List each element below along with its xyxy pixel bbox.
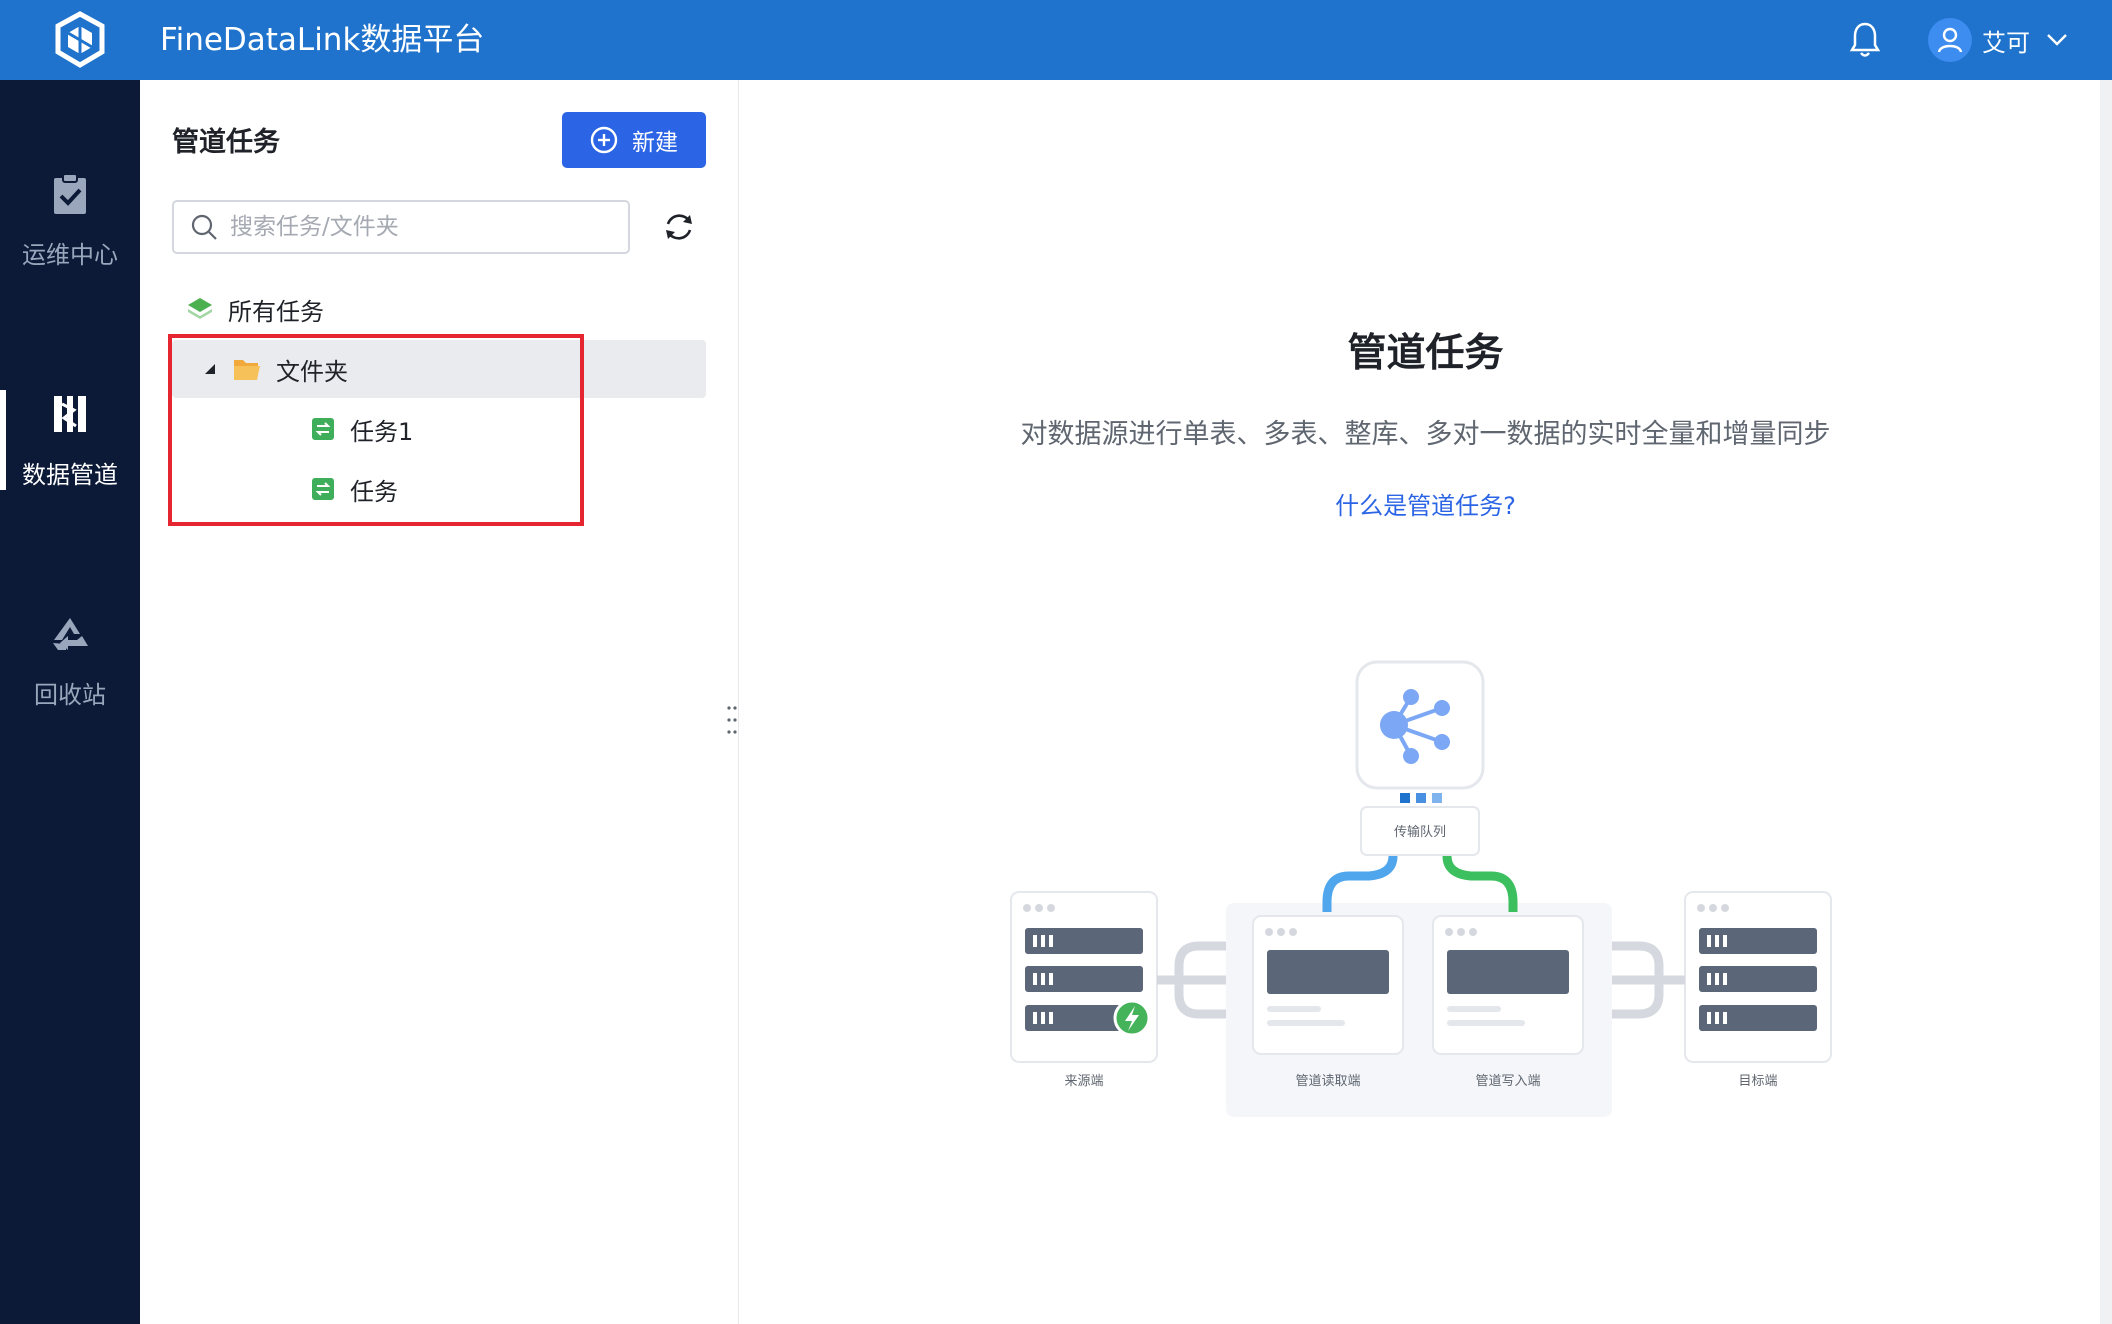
tree-root-label: 所有任务 xyxy=(228,297,324,326)
pipeline-task-icon xyxy=(312,478,334,500)
new-button[interactable]: 新建 xyxy=(562,112,706,168)
network-hub-icon xyxy=(1380,689,1450,764)
search-input[interactable] xyxy=(228,213,592,241)
red-highlight-annotation xyxy=(168,334,584,526)
panel-resize-handle-icon[interactable] xyxy=(726,704,738,736)
task-label: 任务1 xyxy=(350,417,414,446)
user-avatar-icon xyxy=(1928,18,1972,62)
queue-label: 传输队列 xyxy=(1394,824,1446,840)
chevron-down-icon xyxy=(2047,34,2067,46)
hub-card xyxy=(1355,660,1485,790)
search-box xyxy=(172,200,630,254)
window-edge xyxy=(2100,80,2112,1324)
tree-root-all-tasks[interactable]: 所有任务 xyxy=(172,280,706,338)
top-bar: FineDataLink数据平台 艾可 xyxy=(0,0,2112,80)
folder-open-icon xyxy=(234,360,260,380)
pipeline-diagram-illustration: 传输队列 来源端 目标端 管道读取端 xyxy=(1010,660,1832,1117)
app-title: FineDataLink数据平台 xyxy=(160,22,485,58)
search-icon xyxy=(191,214,217,240)
nav-item-data-pipeline[interactable]: 数据管道 xyxy=(0,360,140,520)
panel-title: 管道任务 xyxy=(172,127,280,158)
source-label: 来源端 xyxy=(1064,1074,1103,1089)
task-label: 任务 xyxy=(350,477,398,506)
main-description: 对数据源进行单表、多表、整库、多对一数据的实时全量和增量同步 xyxy=(1020,419,1831,450)
tree-task-item[interactable]: 任务 xyxy=(172,460,706,518)
clipboard-check-icon xyxy=(54,173,86,214)
tree-folder[interactable]: 文件夹 xyxy=(172,340,706,398)
help-link[interactable]: 什么是管道任务? xyxy=(1335,492,1516,520)
user-menu[interactable]: 艾可 xyxy=(1928,16,2068,64)
reader-label: 管道读取端 xyxy=(1295,1074,1360,1089)
plus-circle-icon xyxy=(590,126,618,154)
notification-bell-icon[interactable] xyxy=(1848,20,1882,60)
layers-icon xyxy=(188,298,212,319)
main-content: 管道任务 对数据源进行单表、多表、整库、多对一数据的实时全量和增量同步 什么是管… xyxy=(739,80,2112,1324)
nav-item-label: 回收站 xyxy=(34,681,106,709)
finedatalink-logo-icon[interactable] xyxy=(50,10,110,70)
nav-item-label: 运维中心 xyxy=(22,241,118,269)
recycle-bin-icon xyxy=(53,618,88,650)
new-button-label: 新建 xyxy=(632,130,678,156)
nav-item-recycle-bin[interactable]: 回收站 xyxy=(0,580,140,740)
left-navigation: 运维中心 数据管道 回收站 xyxy=(0,80,140,1324)
user-name: 艾可 xyxy=(1982,28,2030,57)
pipeline-icon xyxy=(54,396,86,432)
tree-task-item[interactable]: 任务1 xyxy=(172,400,706,458)
target-label: 目标端 xyxy=(1738,1074,1777,1089)
nav-item-label: 数据管道 xyxy=(22,461,118,489)
task-tree-panel: 管道任务 新建 所有任务 文件 xyxy=(140,80,739,1324)
caret-expanded-icon[interactable] xyxy=(204,363,216,375)
writer-label: 管道写入端 xyxy=(1475,1074,1540,1089)
main-title: 管道任务 xyxy=(1347,331,1504,376)
folder-label: 文件夹 xyxy=(276,357,348,386)
nav-item-ops-center[interactable]: 运维中心 xyxy=(0,140,140,300)
refresh-icon[interactable] xyxy=(662,210,696,244)
pipeline-task-icon xyxy=(312,418,334,440)
